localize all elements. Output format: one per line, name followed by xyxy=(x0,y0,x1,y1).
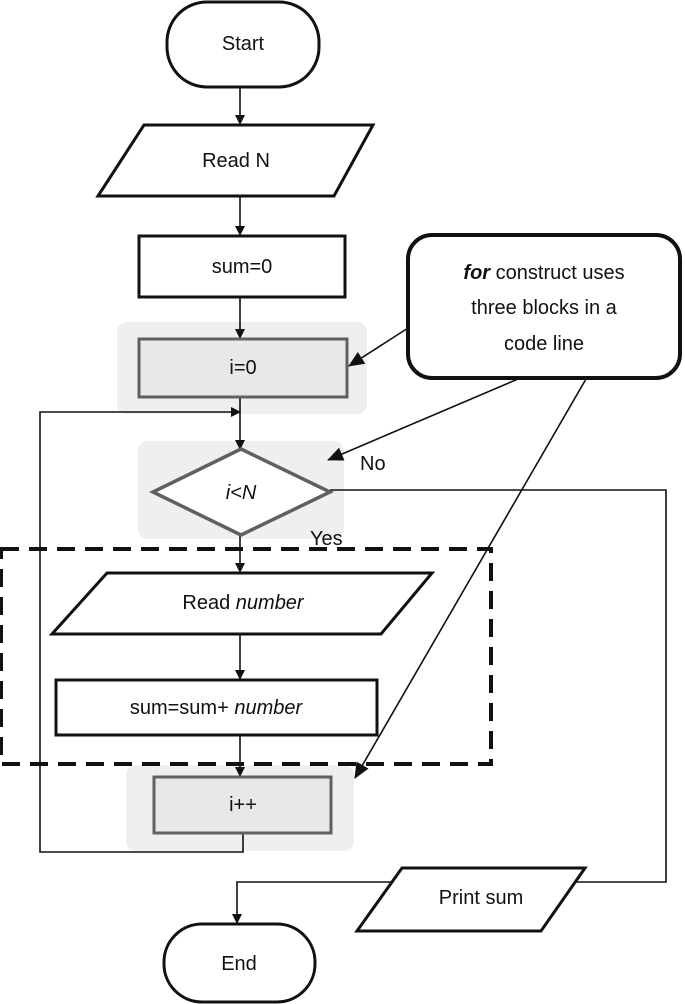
init-label: i=0 xyxy=(229,357,256,379)
read-n-label: Read N xyxy=(202,150,270,172)
callout-arrow-to-init xyxy=(348,327,409,367)
sum-init-label: sum=0 xyxy=(212,256,273,278)
callout-arrow-to-increment xyxy=(354,378,587,779)
print-sum-label: Print sum xyxy=(439,887,523,909)
sum-update-emphasis: number xyxy=(234,697,303,719)
read-n-input xyxy=(95,123,376,198)
condition-decision xyxy=(149,447,335,537)
callout-keyword: for xyxy=(463,262,491,284)
condition-label: i<N xyxy=(226,482,257,504)
start-label: Start xyxy=(222,33,265,55)
callout-arrow-to-condition xyxy=(327,378,519,461)
read-number-input xyxy=(48,571,436,636)
sum-update-label: sum=sum+ number xyxy=(130,697,304,719)
print-sum-output xyxy=(354,866,588,933)
read-number-emphasis: number xyxy=(236,592,305,614)
increment-label: i++ xyxy=(229,794,257,816)
loop-body-boundary xyxy=(0,547,493,766)
yes-label: Yes xyxy=(310,528,343,550)
callout-line-1: for construct uses xyxy=(463,262,624,284)
loop-back-connector xyxy=(39,407,244,853)
read-number-prefix: Read xyxy=(182,592,235,614)
start-terminal xyxy=(165,0,321,89)
init-process xyxy=(137,337,349,399)
arrow-print-to-end xyxy=(232,881,391,924)
end-label: End xyxy=(221,953,257,975)
sum-init-process xyxy=(137,234,347,299)
callout-line-1-rest: construct uses xyxy=(490,262,625,284)
callout-line-3: code line xyxy=(504,333,584,355)
for-construct-callout xyxy=(406,233,682,380)
no-label: No xyxy=(360,453,386,475)
sum-update-process xyxy=(54,678,379,737)
callout-line-2: three blocks in a xyxy=(471,297,618,319)
sum-update-prefix: sum=sum+ xyxy=(130,697,234,719)
increment-process xyxy=(152,775,333,835)
end-terminal xyxy=(162,922,317,1004)
read-number-label: Read number xyxy=(182,592,305,614)
